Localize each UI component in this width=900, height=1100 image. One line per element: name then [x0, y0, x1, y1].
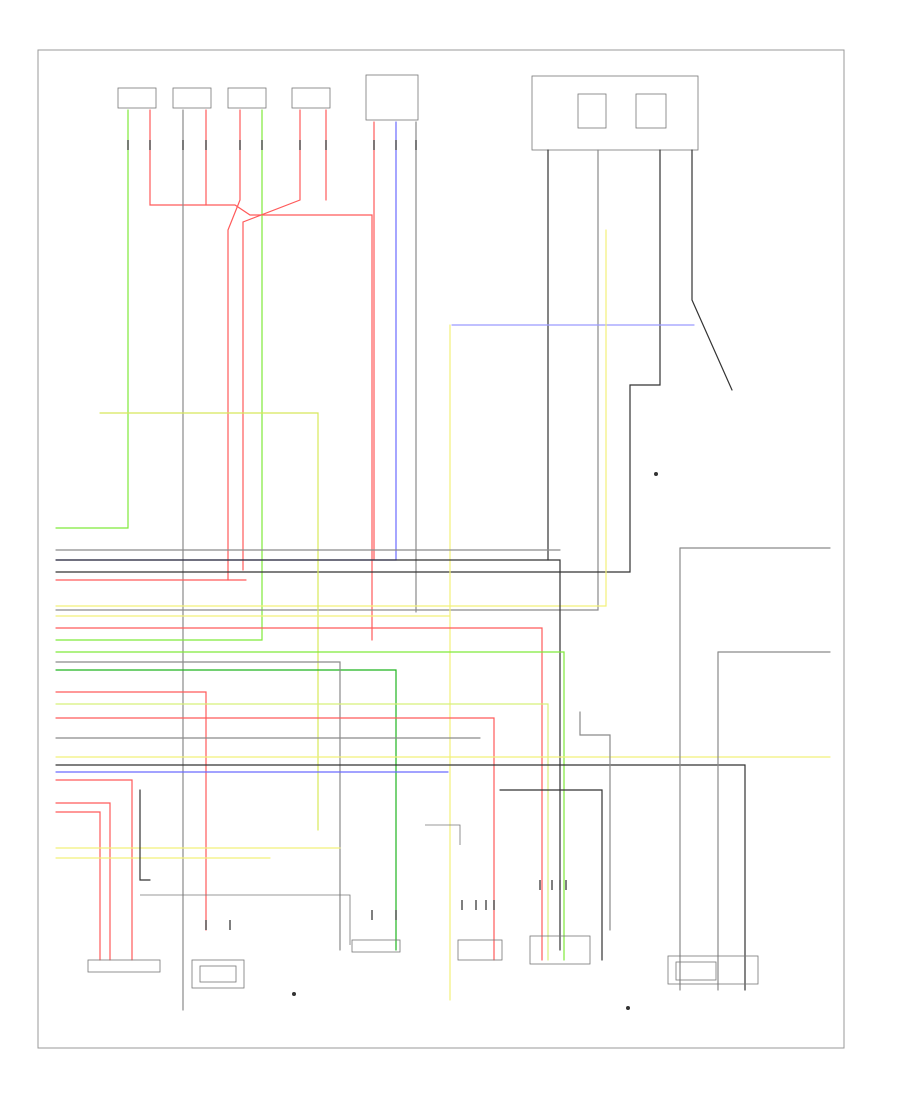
- bus-wire-11: [55, 717, 495, 961]
- connector-bottom-3: [351, 939, 401, 953]
- sensor-bottom-6: [667, 955, 759, 985]
- relay-inner-left: [577, 93, 607, 129]
- sensor-top-box: [365, 74, 419, 121]
- sensor-bottom-2-inner: [199, 965, 237, 983]
- bus-wire-2: [55, 559, 561, 951]
- injector-4-box: [291, 87, 331, 109]
- connector-pin-icon: [205, 880, 567, 930]
- wires: [55, 109, 831, 1011]
- connector-pin-icon: [127, 140, 417, 150]
- bus-wire-10: [55, 703, 549, 961]
- bus-wire-6: [55, 651, 565, 961]
- ground-symbols: [292, 472, 658, 1010]
- wire-yellow-relay: [55, 229, 607, 607]
- bus-wire-22: [579, 711, 611, 931]
- ground-symbol-icon: [626, 1006, 630, 1010]
- ground-symbol-icon: [654, 472, 658, 476]
- relay-inner-right: [635, 93, 667, 129]
- connector-bottom-5: [529, 935, 591, 965]
- wire-dark-relay-c: [55, 149, 661, 573]
- wire-yellowgreen-branch: [99, 412, 319, 831]
- top-components: [117, 74, 699, 151]
- wire-gray-relay-b: [55, 149, 599, 611]
- wire-dark-relay-d: [691, 149, 733, 391]
- injector-2-box: [172, 87, 212, 109]
- sensor-bottom-1: [87, 959, 161, 973]
- bracket-mid: [425, 824, 461, 845]
- wire-red-injector1: [149, 109, 373, 641]
- bus-wire-17: [55, 802, 111, 961]
- wire-red-injector4a: [242, 109, 301, 571]
- ground-symbol-icon: [292, 992, 296, 996]
- relay-module-box: [531, 75, 699, 151]
- wire-green-injector3b: [55, 109, 263, 641]
- bus-wire-21: [139, 789, 151, 881]
- bus-wire-14: [55, 764, 746, 991]
- wire-blue-sensor: [55, 121, 397, 561]
- sensor-bottom-6-inner: [675, 961, 717, 981]
- bus-wire-9: [55, 691, 207, 931]
- bus-bottom-link: [140, 894, 351, 945]
- bottom-components: [87, 824, 759, 989]
- connector-pins: [127, 140, 567, 930]
- sensor-bottom-2: [191, 959, 245, 989]
- bus-wire-7: [55, 669, 397, 951]
- bus-wire-5: [55, 627, 543, 961]
- wire-green-injector1: [55, 109, 129, 529]
- injector-3-box: [227, 87, 267, 109]
- diagram-frame: [37, 49, 845, 1049]
- wire-red-injector3a: [227, 109, 241, 581]
- bus-wire-18: [55, 811, 101, 961]
- injector-1-box: [117, 87, 157, 109]
- connector-bottom-4: [457, 939, 503, 961]
- bus-wire-23: [499, 789, 603, 961]
- bus-wire-8: [55, 661, 341, 951]
- bus-wire-16: [55, 779, 133, 961]
